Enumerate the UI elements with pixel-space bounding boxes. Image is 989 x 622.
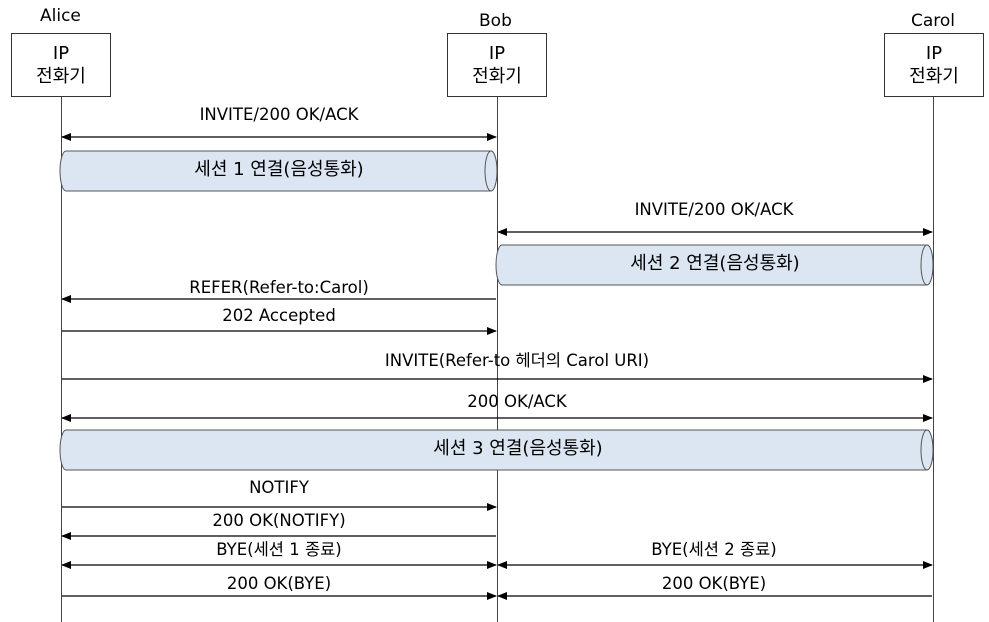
lifeline-carol bbox=[933, 97, 934, 622]
message-label-m12: 200 OK(BYE) bbox=[661, 574, 767, 593]
message-label-m11: 200 OK(BYE) bbox=[226, 574, 332, 593]
message-label-m6: 200 OK/ACK bbox=[467, 392, 567, 411]
lifeline-alice bbox=[61, 97, 62, 622]
participant-name-alice: Alice bbox=[40, 6, 81, 26]
participant-box-bob: IP 전화기 bbox=[447, 33, 547, 97]
participant-box-alice-line2: 전화기 bbox=[36, 66, 86, 87]
participant-box-alice: IP 전화기 bbox=[11, 33, 111, 97]
message-label-m7: NOTIFY bbox=[249, 478, 309, 497]
session-3-label: 세션 3 연결(음성통화) bbox=[433, 438, 603, 459]
session-1-cylinder bbox=[59, 150, 498, 192]
lifeline-bob bbox=[497, 97, 498, 622]
participant-name-carol: Carol bbox=[911, 11, 956, 31]
message-label-m1: INVITE/200 OK/ACK bbox=[199, 105, 359, 124]
session-1-label: 세션 1 연결(음성통화) bbox=[194, 159, 364, 180]
participant-box-carol: IP 전화기 bbox=[884, 33, 984, 97]
message-label-m8: 200 OK(NOTIFY) bbox=[212, 511, 346, 530]
participant-box-carol-line1: IP bbox=[925, 43, 943, 64]
participant-name-bob: Bob bbox=[479, 11, 512, 31]
message-label-m3: REFER(Refer-to:Carol) bbox=[189, 278, 369, 297]
participant-box-carol-line2: 전화기 bbox=[909, 66, 959, 87]
message-label-m2: INVITE/200 OK/ACK bbox=[634, 200, 794, 219]
message-label-m10: BYE(세션 2 종료) bbox=[651, 540, 777, 559]
participant-box-bob-line2: 전화기 bbox=[472, 66, 522, 87]
message-label-m9: BYE(세션 1 종료) bbox=[216, 540, 342, 559]
message-label-m4: 202 Accepted bbox=[222, 306, 336, 325]
participant-box-alice-line1: IP bbox=[52, 43, 70, 64]
session-2-label: 세션 2 연결(음성통화) bbox=[630, 253, 800, 274]
participant-box-bob-line1: IP bbox=[488, 43, 506, 64]
session-3-cylinder bbox=[59, 429, 934, 471]
session-2-cylinder bbox=[495, 244, 934, 286]
message-label-m5: INVITE(Refer-to 헤더의 Carol URI) bbox=[384, 351, 650, 370]
